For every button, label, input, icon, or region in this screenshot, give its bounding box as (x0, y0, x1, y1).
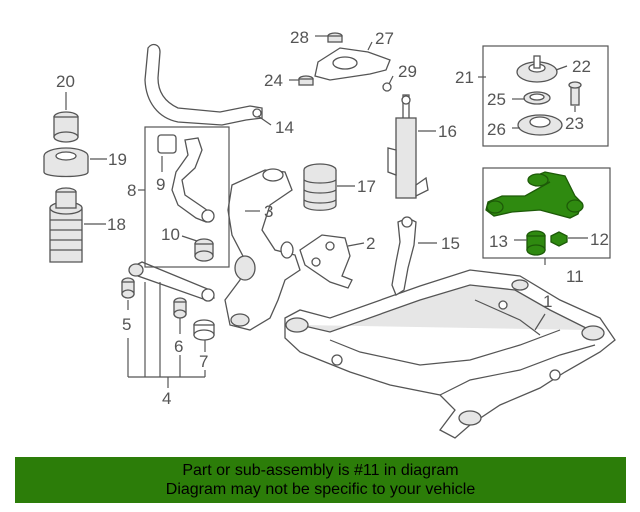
callout-18: 18 (107, 215, 126, 234)
lower-link (128, 261, 215, 302)
banner-line-1: Part or sub-assembly is #11 in diagram (182, 462, 459, 479)
nut-24 (298, 75, 314, 86)
callout-16: 16 (438, 122, 457, 141)
plate-27 (314, 47, 391, 81)
callout-28: 28 (290, 28, 309, 47)
bushing-10 (194, 238, 214, 262)
callout-9: 9 (156, 175, 165, 194)
callout-numbers: 1 2 3 4 5 6 7 8 9 10 11 12 13 14 15 16 1… (56, 28, 609, 408)
assembly-frame-8 (144, 126, 230, 268)
callout-20: 20 (56, 72, 75, 91)
callout-1: 1 (543, 292, 552, 311)
callout-10: 10 (161, 225, 180, 244)
callout-21: 21 (455, 68, 474, 87)
callout-7: 7 (199, 352, 208, 371)
callout-12: 12 (590, 230, 609, 249)
callout-22: 22 (572, 57, 591, 76)
callout-25: 25 (487, 90, 506, 109)
callout-6: 6 (174, 337, 183, 356)
crossmember (284, 269, 616, 439)
bushing-13 (526, 230, 546, 256)
callout-4: 4 (162, 389, 171, 408)
callout-14: 14 (275, 118, 294, 137)
bolt-23 (568, 81, 582, 106)
callout-24: 24 (264, 71, 283, 90)
callout-3: 3 (264, 202, 273, 221)
bearing-25 (523, 91, 551, 105)
bushing-5 (121, 277, 135, 299)
callout-15: 15 (441, 234, 460, 253)
bushing-6 (173, 297, 187, 319)
parts-diagram: 1 2 3 4 5 6 7 8 9 10 11 12 13 14 15 16 1… (43, 28, 616, 439)
clip-29 (382, 82, 392, 92)
nut-7 (193, 319, 215, 341)
lower-arm (157, 134, 215, 223)
bump-stop-20 (53, 111, 79, 143)
bracket-2 (299, 234, 353, 289)
bumper-17 (303, 163, 337, 211)
callout-23: 23 (565, 114, 584, 133)
spring-seat-19 (43, 147, 89, 178)
steering-knuckle (224, 168, 301, 331)
callout-13: 13 (489, 232, 508, 251)
assembly-frame-21 (482, 45, 609, 147)
mount-22 (516, 55, 558, 83)
callout-26: 26 (487, 120, 506, 139)
callout-17: 17 (357, 177, 376, 196)
spindle-15 (391, 216, 417, 296)
leader-lines (65, 35, 588, 388)
callout-8: 8 (127, 181, 136, 200)
assembly-frame-11 (482, 167, 611, 259)
nut-28 (327, 32, 343, 43)
callout-5: 5 (122, 315, 131, 334)
callout-19: 19 (108, 150, 127, 169)
callout-11: 11 (566, 267, 584, 286)
seat-26 (517, 114, 563, 136)
callout-29: 29 (398, 62, 417, 81)
dust-boot-18 (49, 187, 83, 263)
upper-control-arm-11 (485, 171, 584, 219)
callout-27: 27 (375, 29, 394, 48)
strut-16 (387, 94, 429, 199)
callout-2: 2 (366, 234, 375, 253)
stabilizer-bar (144, 43, 263, 126)
info-banner: Part or sub-assembly is #11 in diagram D… (15, 457, 626, 503)
nut-12 (550, 231, 568, 247)
banner-line-2: Diagram may not be specific to your vehi… (165, 481, 476, 498)
